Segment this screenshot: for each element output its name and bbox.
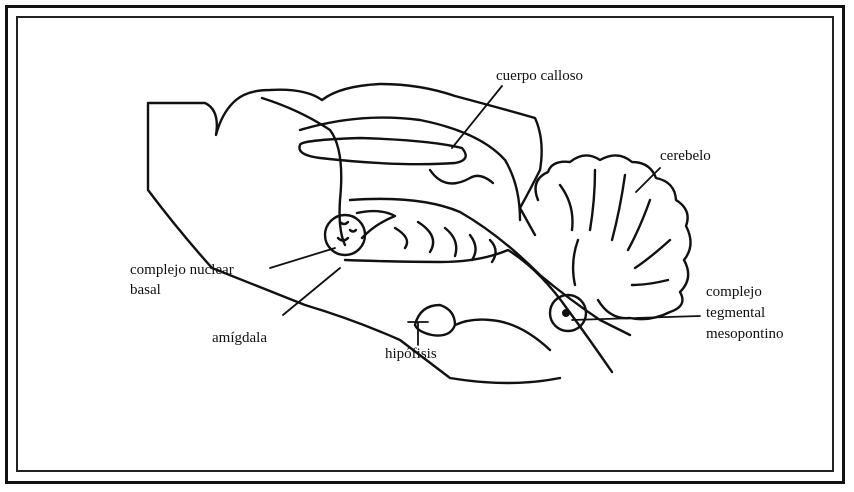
corpus-callosum-tail <box>430 170 493 183</box>
striations <box>395 222 496 262</box>
pituitary-shape <box>415 305 455 336</box>
label-amygdala: amígdala <box>212 330 267 346</box>
label-corpus-callosum: cuerpo calloso <box>496 68 583 84</box>
label-basal-nucleus-2: basal <box>130 282 161 298</box>
pointer-basal-nucleus <box>270 248 335 268</box>
label-pituitary: hipófisis <box>385 346 437 362</box>
ventral-line <box>455 320 550 350</box>
fornix-line <box>262 98 345 245</box>
pointer-cerebellum <box>636 168 660 192</box>
corpus-callosum-shape <box>299 138 465 164</box>
cerebellum-folia <box>560 170 670 285</box>
brain-outline <box>148 84 560 383</box>
label-basal-nucleus-1: complejo nuclear <box>130 262 234 278</box>
label-tegmental-3: mesopontino <box>706 326 784 342</box>
tegmental-dot <box>562 309 570 317</box>
label-cerebellum: cerebelo <box>660 148 711 164</box>
label-tegmental-1: complejo <box>706 284 762 300</box>
label-tegmental-2: tegmental <box>706 305 765 321</box>
brainstem-upper <box>350 199 630 335</box>
